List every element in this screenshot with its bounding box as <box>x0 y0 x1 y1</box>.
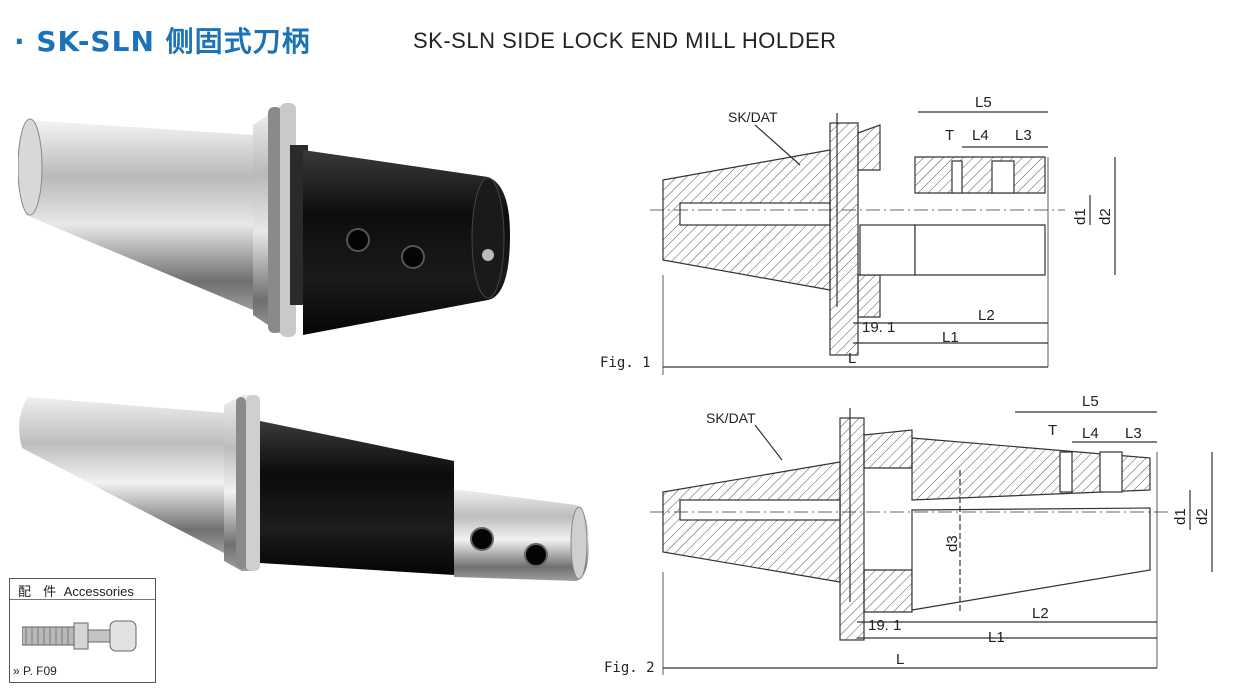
fig2-d3-label: d3 <box>944 535 961 552</box>
accessories-divider <box>10 599 155 600</box>
fig1-l3-label: L3 <box>1015 127 1032 144</box>
accessories-box: 配 件 Accessories » P. F09 <box>9 578 156 683</box>
technical-drawing-fig2: SK/DAT L5 T L4 L3 d1 d2 d3 L2 19. 1 L1 L… <box>604 393 1213 676</box>
fig2-l2-label: L2 <box>1032 605 1049 622</box>
fig2-l3-label: L3 <box>1125 425 1142 442</box>
fig2-l5-label: L5 <box>1082 393 1099 410</box>
fig2-d1-label: d1 <box>1172 508 1189 525</box>
fig2-d2-label: d2 <box>1194 508 1211 525</box>
fig1-d2-label: d2 <box>1097 208 1114 225</box>
fig2-l1-label: L1 <box>988 629 1005 646</box>
accessories-page-ref: » P. F09 <box>13 664 57 678</box>
fig2-l4-label: L4 <box>1082 425 1099 442</box>
fig1-l4-label: L4 <box>972 127 989 144</box>
accessories-title-en: Accessories <box>63 584 134 599</box>
pull-stud-icon <box>22 620 137 652</box>
fig2-l-label: L <box>896 651 904 668</box>
fig1-l5-label: L5 <box>975 94 992 111</box>
fig1-l-label: L <box>848 350 856 367</box>
page-title-zh: · SK-SLN 侧固式刀柄 <box>14 25 311 58</box>
accessories-title: 配 件 Accessories <box>18 581 134 600</box>
page-title-en: SK-SLN SIDE LOCK END MILL HOLDER <box>413 28 837 53</box>
fig2-sk-label: SK/DAT <box>706 410 756 426</box>
accessories-title-zh: 配 件 <box>18 585 61 600</box>
fig1-t-label: T <box>945 127 954 144</box>
fig1-caption: Fig. 1 <box>600 355 651 371</box>
fig1-d1-label: d1 <box>1072 208 1089 225</box>
fig1-gauge-label: 19. 1 <box>862 319 895 336</box>
holder-photo-fig1 <box>18 103 510 337</box>
fig1-l2-label: L2 <box>978 307 995 324</box>
fig1-sk-label: SK/DAT <box>728 109 778 125</box>
fig2-caption: Fig. 2 <box>604 660 655 676</box>
fig1-l1-label: L1 <box>942 329 959 346</box>
holder-photo-fig2 <box>19 395 589 581</box>
fig2-gauge-label: 19. 1 <box>868 617 901 634</box>
fig2-t-label: T <box>1048 422 1057 439</box>
technical-drawing-fig1: SK/DAT L5 T L4 L3 d1 d2 L2 19. 1 L1 L Fi… <box>600 94 1116 375</box>
